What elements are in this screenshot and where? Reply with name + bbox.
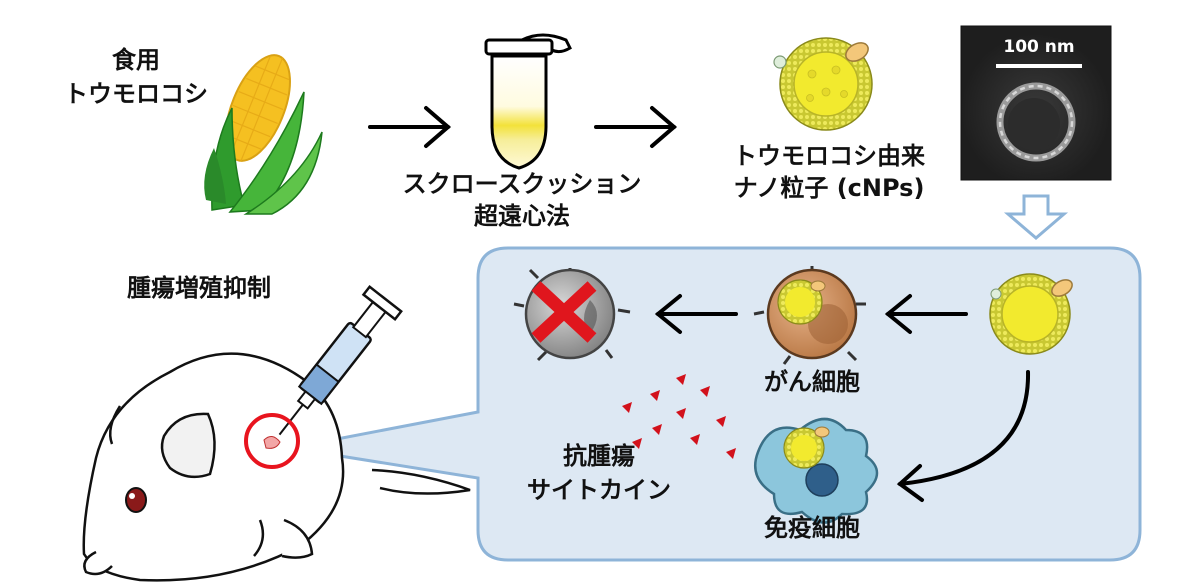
label-cnp-line2: ナノ粒子 (cNPs) [733, 174, 925, 202]
label-tumor-inhibition: 腫瘍増殖抑制 [127, 274, 271, 302]
callout-panel [289, 246, 1142, 562]
label-immune-cell: 免疫細胞 [764, 514, 860, 542]
immune-cell [754, 417, 879, 524]
mouse-illustration [82, 352, 471, 582]
label-scale-bar: 100 nm [1003, 37, 1075, 57]
tumor-highlight-ring [244, 413, 300, 469]
panel-nanoparticle-icon [989, 273, 1073, 355]
mouse-eye [125, 487, 147, 513]
syringe-icon [278, 285, 403, 436]
label-cytokine-line2: サイトカイン [527, 476, 671, 504]
arrow-cancer-to-dead [654, 294, 738, 334]
label-cnp-line1: トウモロコシ由来 [733, 142, 925, 170]
arrow-corn-to-tube [368, 106, 452, 148]
label-cytokine-line1: 抗腫瘍 [563, 442, 635, 470]
arrow-np-to-cancer [884, 294, 968, 334]
cytokine-markers [622, 374, 736, 459]
nanoparticle-icon [773, 37, 873, 131]
cross-mark-icon [531, 281, 597, 343]
label-sucrose-line1: スクロースクッション [402, 170, 642, 198]
label-sucrose-line2: 超遠心法 [474, 202, 570, 230]
cancer-cell [753, 266, 866, 365]
tem-micrograph [960, 25, 1112, 181]
arrow-np-to-immune [896, 370, 1031, 502]
label-cancer-cell: がん細胞 [764, 368, 860, 396]
centrifuge-tube-icon [484, 33, 572, 170]
tumor-site [263, 436, 281, 449]
corn-icon [204, 54, 323, 215]
label-corn-line1: 食用 [112, 46, 160, 74]
label-corn-line2: トウモロコシ [64, 80, 208, 108]
down-arrow [1003, 194, 1069, 240]
arrow-tube-to-cnp [594, 106, 678, 148]
